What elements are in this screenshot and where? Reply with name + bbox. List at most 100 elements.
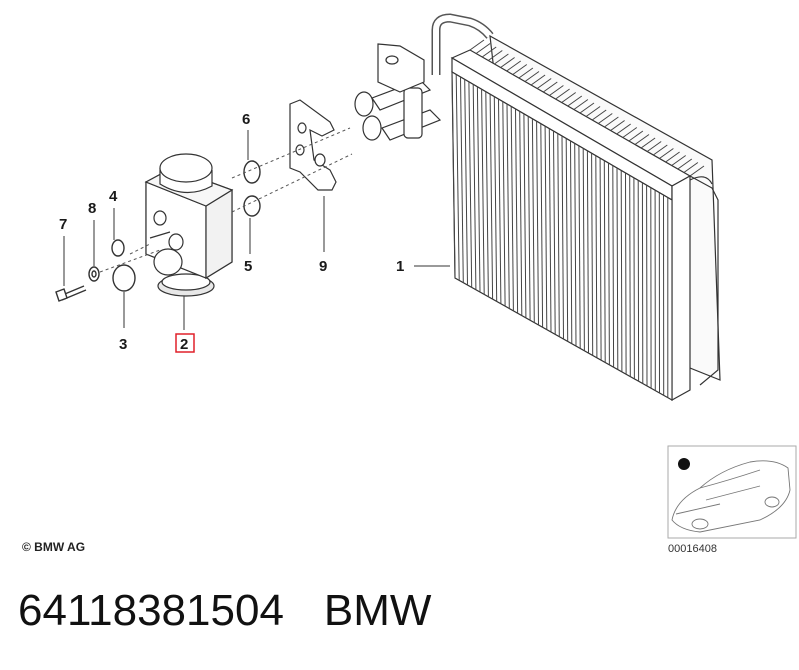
fin-line (523, 113, 527, 318)
callout-9: 9 (319, 258, 327, 275)
fin-line (616, 167, 619, 370)
top-fin-line (536, 78, 552, 89)
fin-line (531, 118, 535, 323)
fin-line (595, 155, 598, 358)
top-fin-line (555, 88, 570, 100)
top-fin-line (469, 39, 485, 51)
top-fin-line (500, 57, 515, 68)
fin-line (629, 175, 631, 377)
top-fin-line (561, 92, 576, 103)
fin-line (527, 116, 531, 321)
callout-2: 2 (180, 336, 188, 353)
top-fin-line (653, 144, 668, 156)
fin-line (565, 138, 569, 342)
fin-line (502, 101, 506, 307)
top-fin-line (591, 109, 607, 121)
location-marker (678, 458, 690, 470)
top-fin-line (604, 116, 619, 128)
fin-line (451, 71, 456, 279)
fin-line (493, 96, 498, 302)
top-fin-line (646, 141, 662, 152)
fin-line (557, 133, 560, 337)
o-ring-3 (112, 264, 136, 292)
top-fin-line (671, 155, 686, 166)
callout-8: 8 (88, 200, 96, 217)
fin-line (468, 81, 473, 288)
fin-line (574, 143, 577, 347)
fin-line (540, 123, 544, 328)
fin-line (586, 150, 589, 354)
fin-line (464, 79, 468, 286)
top-fin-line (524, 71, 540, 82)
top-fin-line (512, 64, 528, 75)
fin-line (476, 86, 481, 293)
callout-7: 7 (59, 216, 67, 233)
seals-and-fasteners (55, 160, 261, 302)
fin-line (599, 158, 602, 361)
fin-line (633, 177, 635, 379)
fin-line (570, 140, 573, 344)
top-fin-line (634, 134, 650, 145)
bracket (289, 99, 337, 191)
fin-line (603, 160, 606, 363)
evaporator-fins (451, 39, 705, 400)
top-fin-line (683, 162, 699, 173)
fin-line (485, 91, 489, 297)
top-fin-line (677, 158, 693, 170)
fin-line (591, 153, 594, 356)
top-fin-line (579, 102, 595, 114)
pipe-outlets (354, 43, 442, 141)
reference-code: 00016408 (668, 543, 717, 555)
fin-line (510, 106, 514, 311)
fin-line (489, 94, 494, 300)
part-title: 64118381504 BMW (18, 586, 431, 636)
top-fin-line (628, 130, 644, 142)
top-fin-line (573, 99, 589, 110)
top-fin-line (665, 151, 680, 163)
o-ring-6 (243, 160, 261, 184)
top-fin-line (530, 74, 546, 86)
callout-3: 3 (119, 336, 127, 353)
top-fin-line (622, 127, 638, 138)
fin-line (578, 145, 581, 349)
top-fin-line (488, 50, 503, 61)
top-fin-line (543, 81, 558, 93)
top-fin-line (640, 137, 656, 149)
fin-line (515, 108, 519, 314)
fin-line (620, 170, 623, 372)
fin-line (455, 74, 460, 281)
top-fin-line (494, 53, 509, 65)
fin-line (582, 148, 585, 351)
fin-line (553, 131, 556, 335)
fin-line (544, 126, 548, 330)
washer-8 (88, 266, 100, 282)
part-number: 64118381504 (18, 586, 284, 635)
fin-line (506, 103, 510, 309)
fin-line (498, 99, 502, 304)
callout-4: 4 (109, 188, 118, 205)
fin-line (608, 163, 610, 365)
top-fin-line (506, 60, 521, 72)
top-fin-line (659, 148, 674, 159)
top-fin-line (567, 95, 583, 107)
top-fin-line (598, 113, 613, 124)
top-fin-line (475, 43, 491, 54)
o-ring-4 (111, 239, 125, 257)
fin-line (625, 172, 627, 375)
fin-line (561, 135, 564, 340)
leader-lines (63, 130, 450, 330)
callout-1: 1 (396, 258, 404, 275)
fin-line (612, 165, 615, 368)
car-location-thumbnail (667, 445, 797, 539)
fin-line (536, 121, 539, 325)
top-fin-line (616, 123, 631, 135)
top-fin-line (549, 85, 564, 96)
brand-name: BMW (323, 586, 432, 635)
callout-6: 6 (242, 111, 250, 128)
fin-line (472, 84, 477, 290)
highlight-box-2 (175, 333, 195, 353)
top-fin-line (689, 165, 705, 177)
fin-line (548, 128, 552, 333)
fin-line (481, 89, 485, 295)
callout-5: 5 (244, 258, 252, 275)
